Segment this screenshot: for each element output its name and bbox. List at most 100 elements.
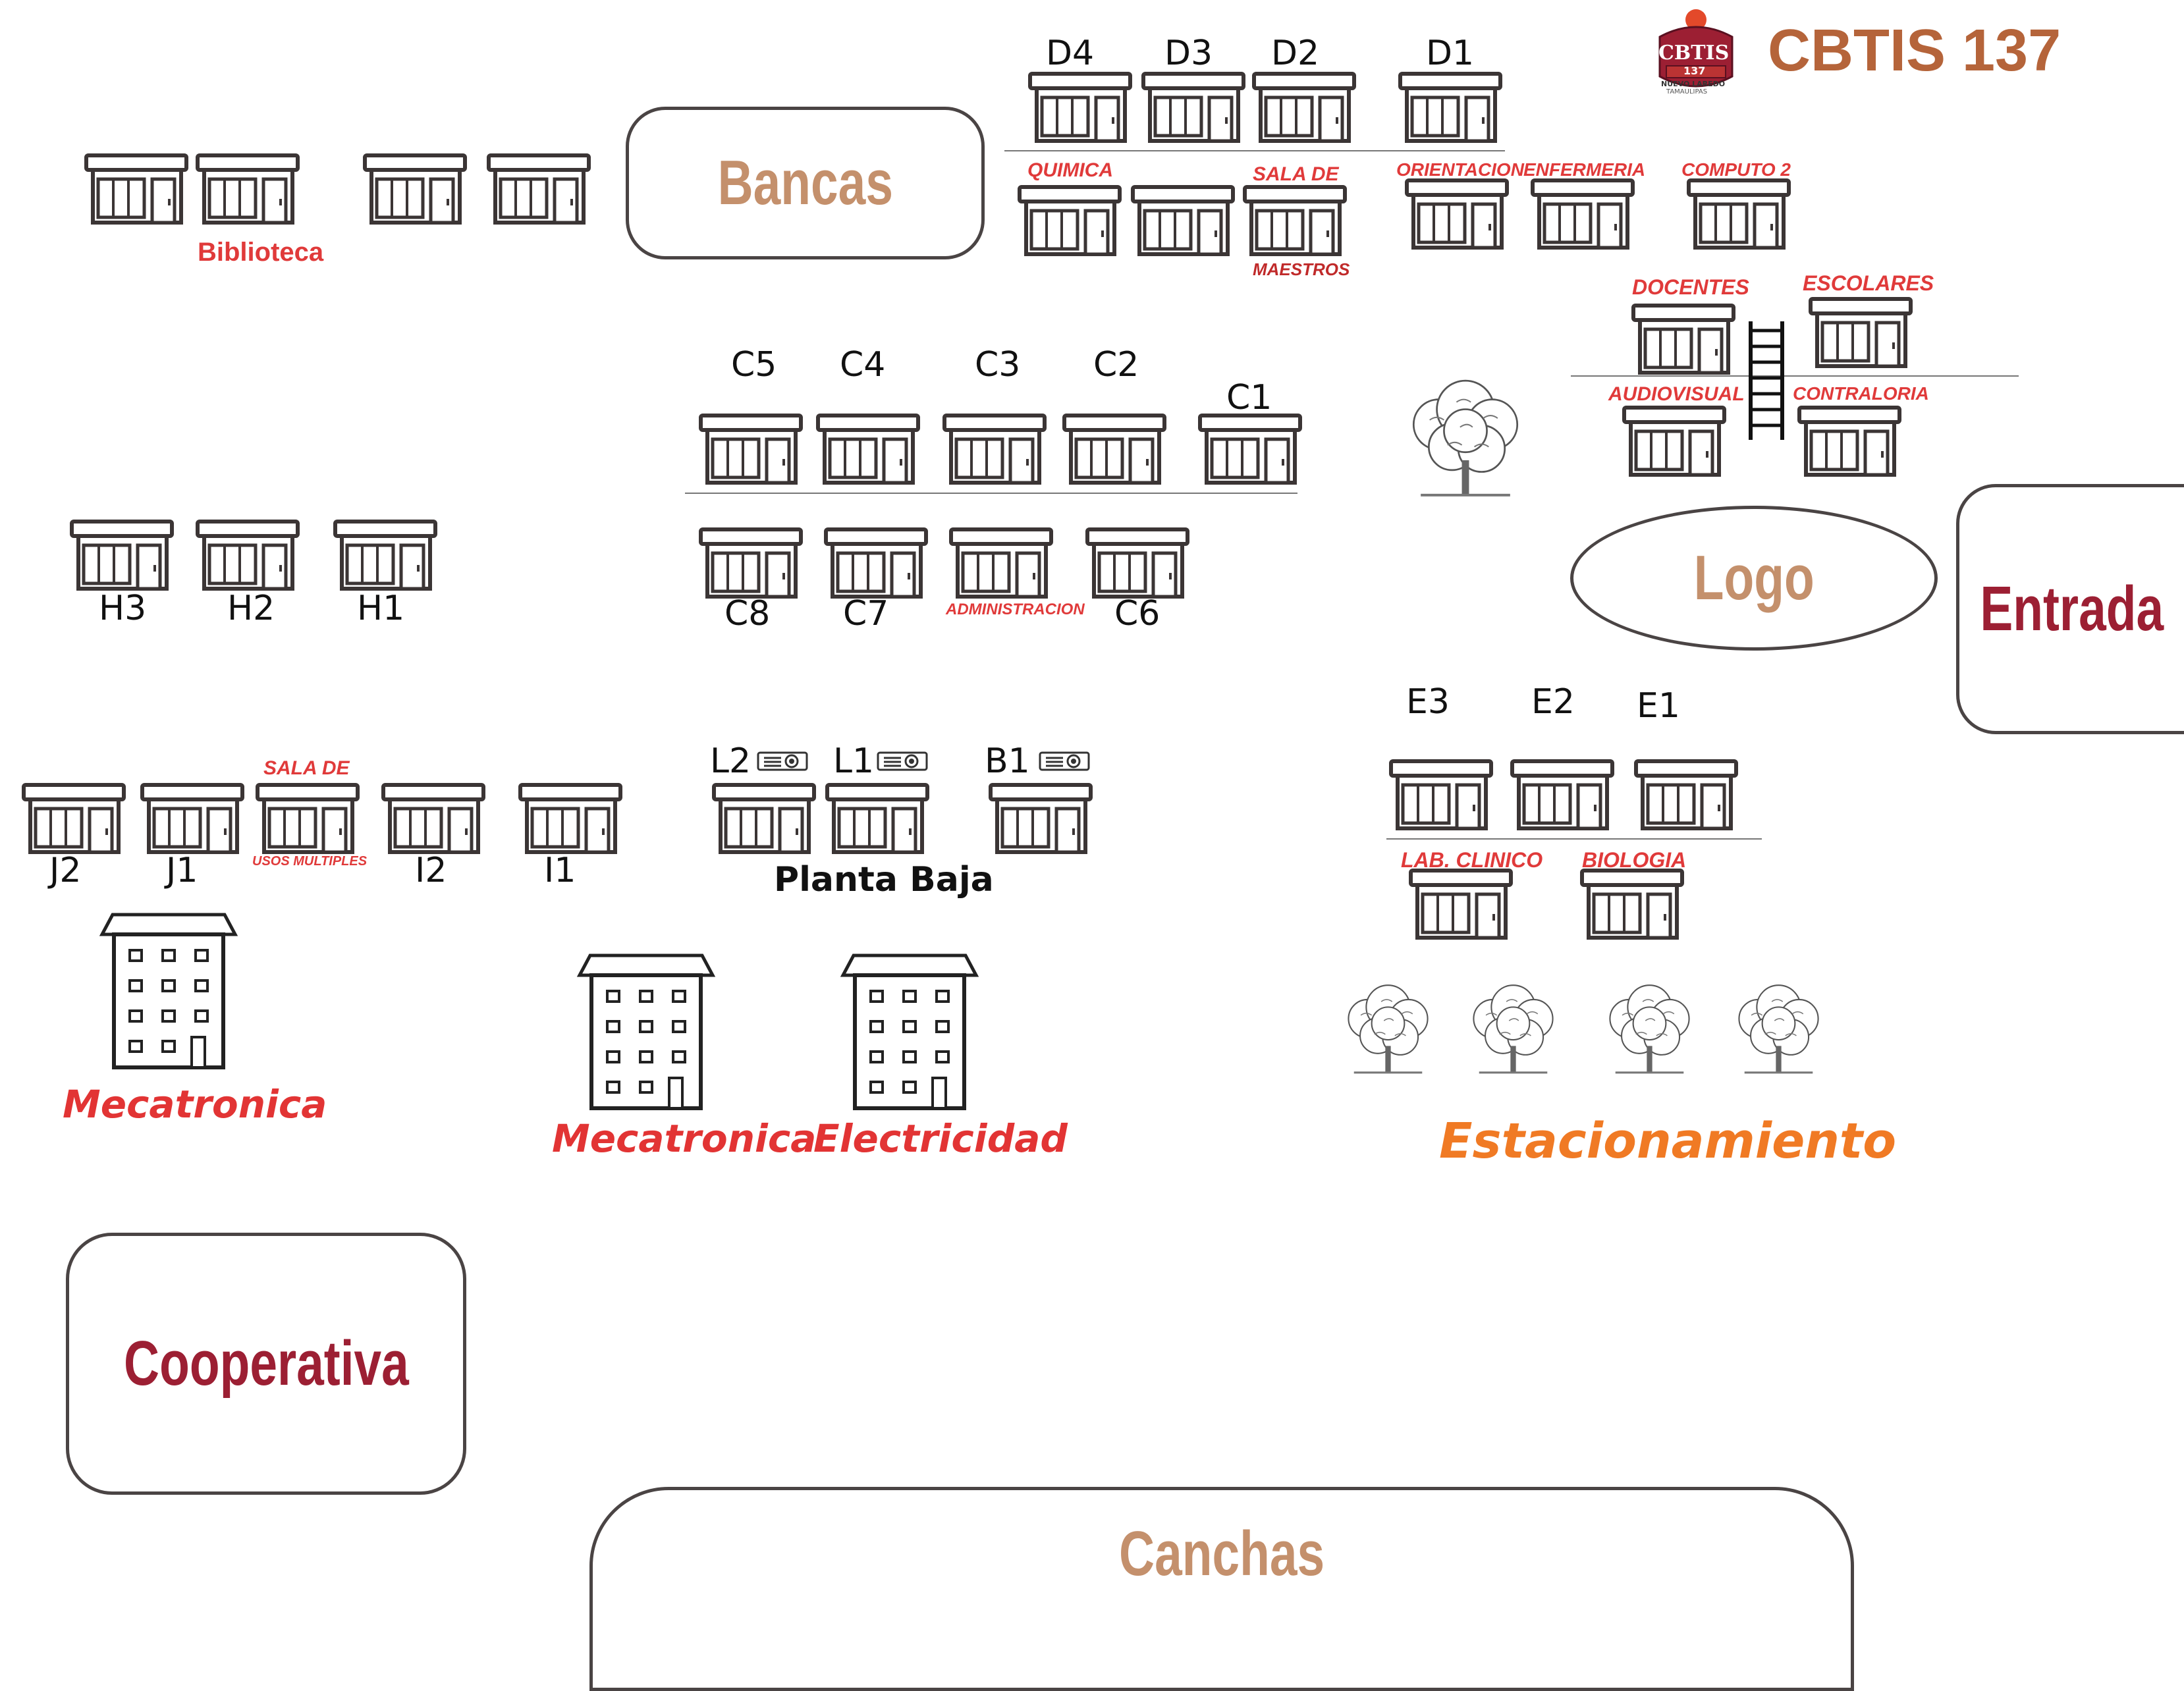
room-biblioteca[interactable]: Biblioteca	[198, 238, 324, 267]
logo-sub: NUEVO LAREDO	[1661, 80, 1726, 88]
building-electricidad[interactable]: Electricidad	[813, 1116, 1068, 1161]
room-j1[interactable]: J1	[166, 851, 198, 890]
building-icon	[840, 953, 979, 1111]
room-d2[interactable]: D2	[1271, 34, 1320, 73]
room-d1[interactable]: D1	[1426, 34, 1475, 73]
parking-estacionamiento[interactable]: Estacionamiento	[1439, 1113, 1897, 1169]
room-icon-c7	[823, 527, 929, 599]
projector-icon	[877, 751, 928, 771]
zone-cooperativa[interactable]: Cooperativa	[66, 1233, 466, 1495]
building-mecatronica-2[interactable]: Mecatronica	[552, 1116, 817, 1161]
room-icon-b1	[988, 782, 1093, 855]
room-icon-audiovisual	[1622, 405, 1727, 477]
room-computo2[interactable]: COMPUTO 2	[1681, 159, 1791, 180]
room-icon-c6	[1085, 527, 1190, 599]
room-c3[interactable]: C3	[975, 345, 1021, 385]
planta-baja-label: Planta Baja	[774, 860, 994, 899]
room-administracion[interactable]: ADMINISTRACION	[946, 601, 1085, 618]
room-sala-maestros[interactable]: SALA DE	[1253, 163, 1339, 185]
room-d4[interactable]: D4	[1046, 34, 1095, 73]
zone-canchas[interactable]: Canchas	[589, 1487, 1854, 1691]
room-icon-c8	[698, 527, 804, 599]
room-docentes[interactable]: DOCENTES	[1632, 275, 1749, 299]
zone-logo[interactable]: Logo	[1570, 506, 1938, 651]
floor-line-c	[685, 493, 1297, 494]
room-icon-biblioteca-1	[84, 153, 189, 225]
room-c7[interactable]: C7	[843, 594, 889, 633]
room-j2[interactable]: J2	[49, 851, 82, 890]
logo-text: CBTIS	[1658, 41, 1730, 65]
room-b1[interactable]: B1	[985, 741, 1030, 781]
room-biologia[interactable]: BIOLOGIA	[1582, 848, 1687, 872]
room-c1[interactable]: C1	[1226, 378, 1272, 417]
room-icon-lab-clinico	[1408, 868, 1514, 940]
room-icon-d1	[1398, 71, 1503, 144]
room-c4[interactable]: C4	[840, 345, 886, 385]
room-icon-escolares	[1808, 296, 1913, 369]
room-icon-i1	[518, 782, 623, 855]
room-e3[interactable]: E3	[1406, 682, 1450, 722]
room-orientacion[interactable]: ORIENTACION	[1396, 159, 1524, 180]
room-icon-biblioteca-3	[362, 153, 468, 225]
zone-entrada[interactable]: Entrada	[1956, 484, 2184, 734]
room-d3[interactable]: D3	[1164, 34, 1213, 73]
room-icon-c5	[698, 413, 804, 485]
tree-icon	[1608, 984, 1691, 1074]
zone-canchas-label: Canchas	[1118, 1518, 1325, 1589]
room-sala-maestros-2: MAESTROS	[1253, 259, 1350, 279]
room-l2[interactable]: L2	[710, 741, 751, 781]
room-quimica[interactable]: QUIMICA	[1027, 159, 1113, 181]
zone-cooperativa-label: Cooperativa	[123, 1328, 409, 1399]
room-i2[interactable]: I2	[415, 851, 447, 890]
room-icon-contraloria	[1797, 405, 1902, 477]
room-icon-l2	[711, 782, 817, 855]
room-c8[interactable]: C8	[724, 594, 771, 633]
room-sala-usos-multiples[interactable]: SALA DE	[263, 757, 350, 779]
tree-icon	[1737, 984, 1820, 1074]
tree-icon	[1347, 984, 1429, 1074]
building-mecatronica-1[interactable]: Mecatronica	[63, 1082, 327, 1127]
room-icon-l1	[825, 782, 930, 855]
room-lab-clinico[interactable]: LAB. CLINICO	[1401, 848, 1543, 872]
zone-bancas-label: Bancas	[717, 148, 893, 218]
room-icon-c1	[1197, 413, 1303, 485]
room-icon-e1	[1633, 759, 1739, 831]
room-icon-d4	[1027, 71, 1133, 144]
room-e1[interactable]: E1	[1637, 686, 1680, 726]
room-h3[interactable]: H3	[99, 589, 147, 628]
room-icon-c3	[942, 413, 1047, 485]
tree-icon	[1472, 984, 1554, 1074]
room-icon-e2	[1510, 759, 1615, 831]
room-icon-d3	[1141, 71, 1246, 144]
room-l1[interactable]: L1	[833, 741, 875, 781]
room-icon-h1	[333, 519, 438, 591]
room-icon-enfermeria	[1530, 178, 1635, 250]
room-contraloria[interactable]: CONTRALORIA	[1793, 383, 1929, 404]
building-icon	[576, 953, 716, 1111]
school-name: CBTIS 137	[1768, 18, 2061, 84]
room-c5[interactable]: C5	[731, 345, 777, 385]
room-icon-administracion	[948, 527, 1054, 599]
room-icon-i2	[381, 782, 486, 855]
school-logo: CBTIS 137 NUEVO LAREDO TAMAULIPAS	[1647, 5, 1745, 97]
room-icon-orientacion	[1404, 178, 1510, 250]
zone-bancas[interactable]: Bancas	[626, 107, 985, 259]
room-escolares[interactable]: ESCOLARES	[1803, 271, 1934, 295]
room-audiovisual[interactable]: AUDIOVISUAL	[1608, 383, 1745, 405]
room-i1[interactable]: I1	[544, 851, 576, 890]
room-h1[interactable]: H1	[357, 589, 405, 628]
building-icon	[99, 912, 238, 1070]
room-icon-sala-maestros-blank	[1130, 184, 1236, 257]
floor-line-admin	[1571, 375, 2019, 377]
logo-number: 137	[1683, 65, 1706, 77]
room-h2[interactable]: H2	[227, 589, 275, 628]
projector-icon	[1039, 751, 1090, 771]
room-icon-c2	[1062, 413, 1167, 485]
room-e2[interactable]: E2	[1531, 682, 1575, 722]
room-c6[interactable]: C6	[1114, 594, 1160, 633]
stairs-icon	[1749, 321, 1784, 440]
room-enfermeria[interactable]: ENFERMERIA	[1523, 159, 1646, 180]
projector-icon	[757, 751, 808, 771]
room-icon-h2	[195, 519, 300, 591]
room-c2[interactable]: C2	[1093, 345, 1139, 385]
